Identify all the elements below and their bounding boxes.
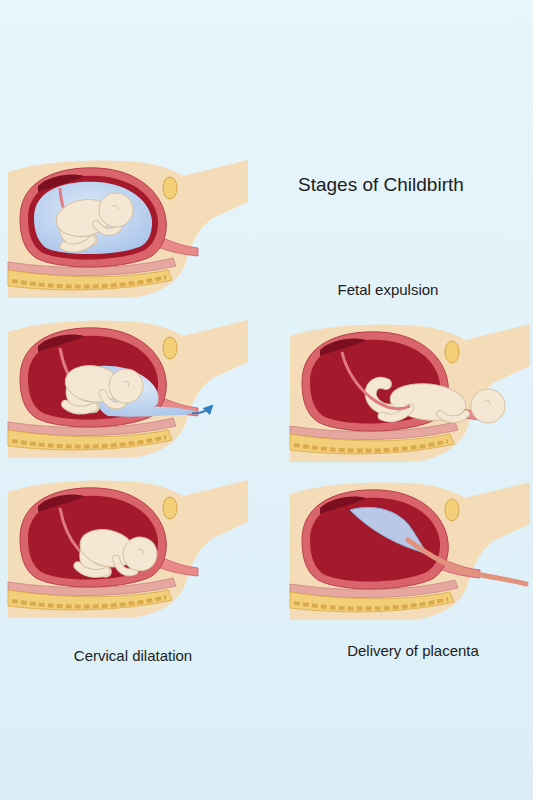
umbilical-cord	[408, 540, 526, 584]
cervical-dilatation-panel	[8, 480, 248, 618]
fluid-arrow	[192, 406, 212, 413]
stage-label: Cervical dilatation	[74, 647, 192, 665]
stage-two-panel	[8, 320, 248, 458]
placenta-delivery-panel	[290, 482, 530, 620]
stage-label: Delivery of placenta	[347, 642, 479, 660]
diagram-title: Stages of Childbirth	[298, 174, 464, 197]
stage-label: Fetal expulsion	[338, 281, 439, 299]
fetal-expulsion-panel	[290, 324, 530, 462]
umbilical-cord	[342, 352, 410, 409]
fetus	[371, 380, 505, 424]
stage-one-panel	[8, 160, 248, 298]
amniotic-sac	[34, 182, 152, 254]
